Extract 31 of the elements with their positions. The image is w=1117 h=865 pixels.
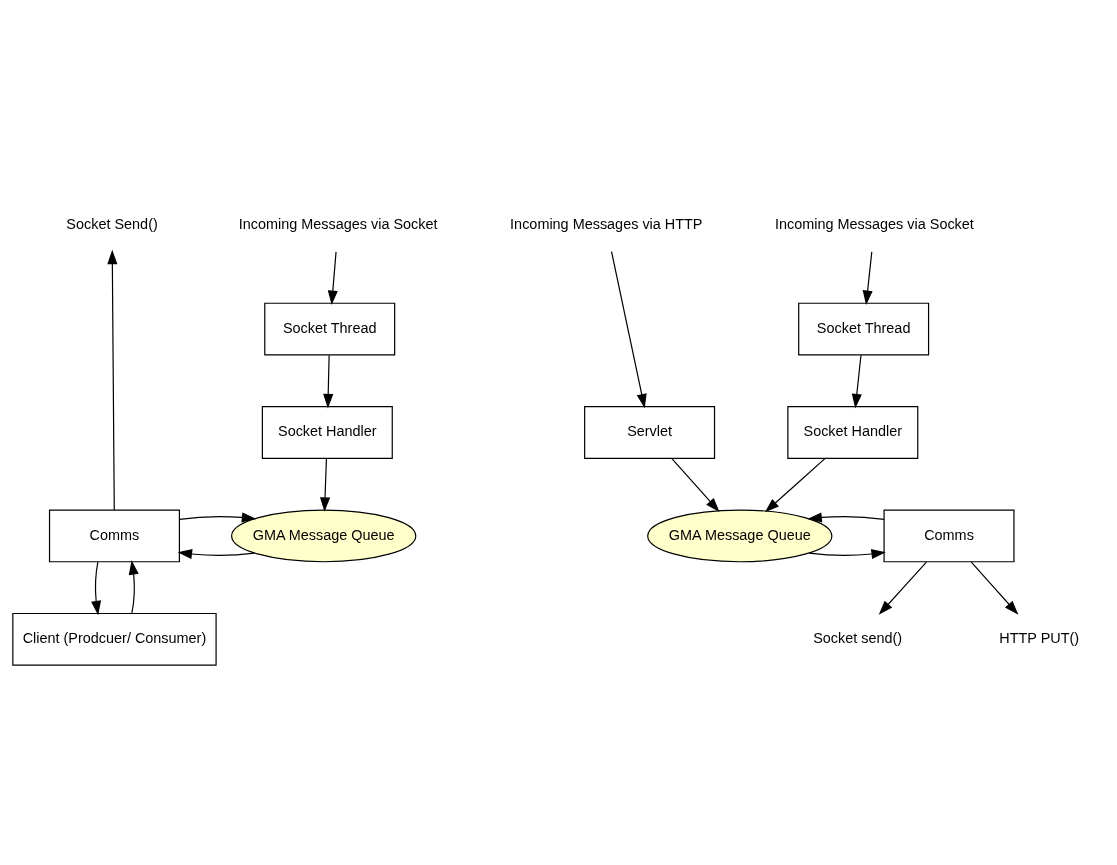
node-text: Incoming Messages via Socket (775, 216, 974, 233)
node-box: Comms (883, 509, 1015, 563)
arrow (327, 251, 338, 305)
arrow (178, 512, 257, 523)
node-text: Socket send() (813, 630, 903, 647)
arrow (177, 549, 255, 560)
node-box: Socket Thread (264, 302, 396, 356)
arrow (970, 561, 1019, 615)
node-box: Socket Handler (261, 406, 393, 459)
node-box: Socket Thread (798, 302, 930, 356)
arrow (128, 560, 139, 615)
arrow (808, 549, 886, 560)
node-box: Servlet (584, 406, 716, 459)
node-text: HTTP PUT() (999, 630, 1080, 647)
node-text: Socket Send() (66, 216, 158, 233)
node-box: Comms (48, 509, 180, 563)
node-text: Incoming Messages via HTTP (510, 216, 703, 233)
arrow (764, 458, 826, 513)
arrow (91, 561, 102, 616)
node-box: Socket Handler (787, 406, 919, 459)
arrow (320, 458, 331, 512)
node-box: Client (Prodcuer/ Consumer) (12, 612, 217, 666)
arrow (807, 512, 885, 523)
arrow (107, 249, 118, 511)
arrow (851, 354, 862, 409)
arrow (323, 354, 334, 409)
arrow (878, 561, 928, 615)
arrow (862, 251, 873, 305)
node-text: Incoming Messages via Socket (238, 216, 438, 233)
arrow (671, 458, 720, 513)
arrow (610, 250, 647, 409)
